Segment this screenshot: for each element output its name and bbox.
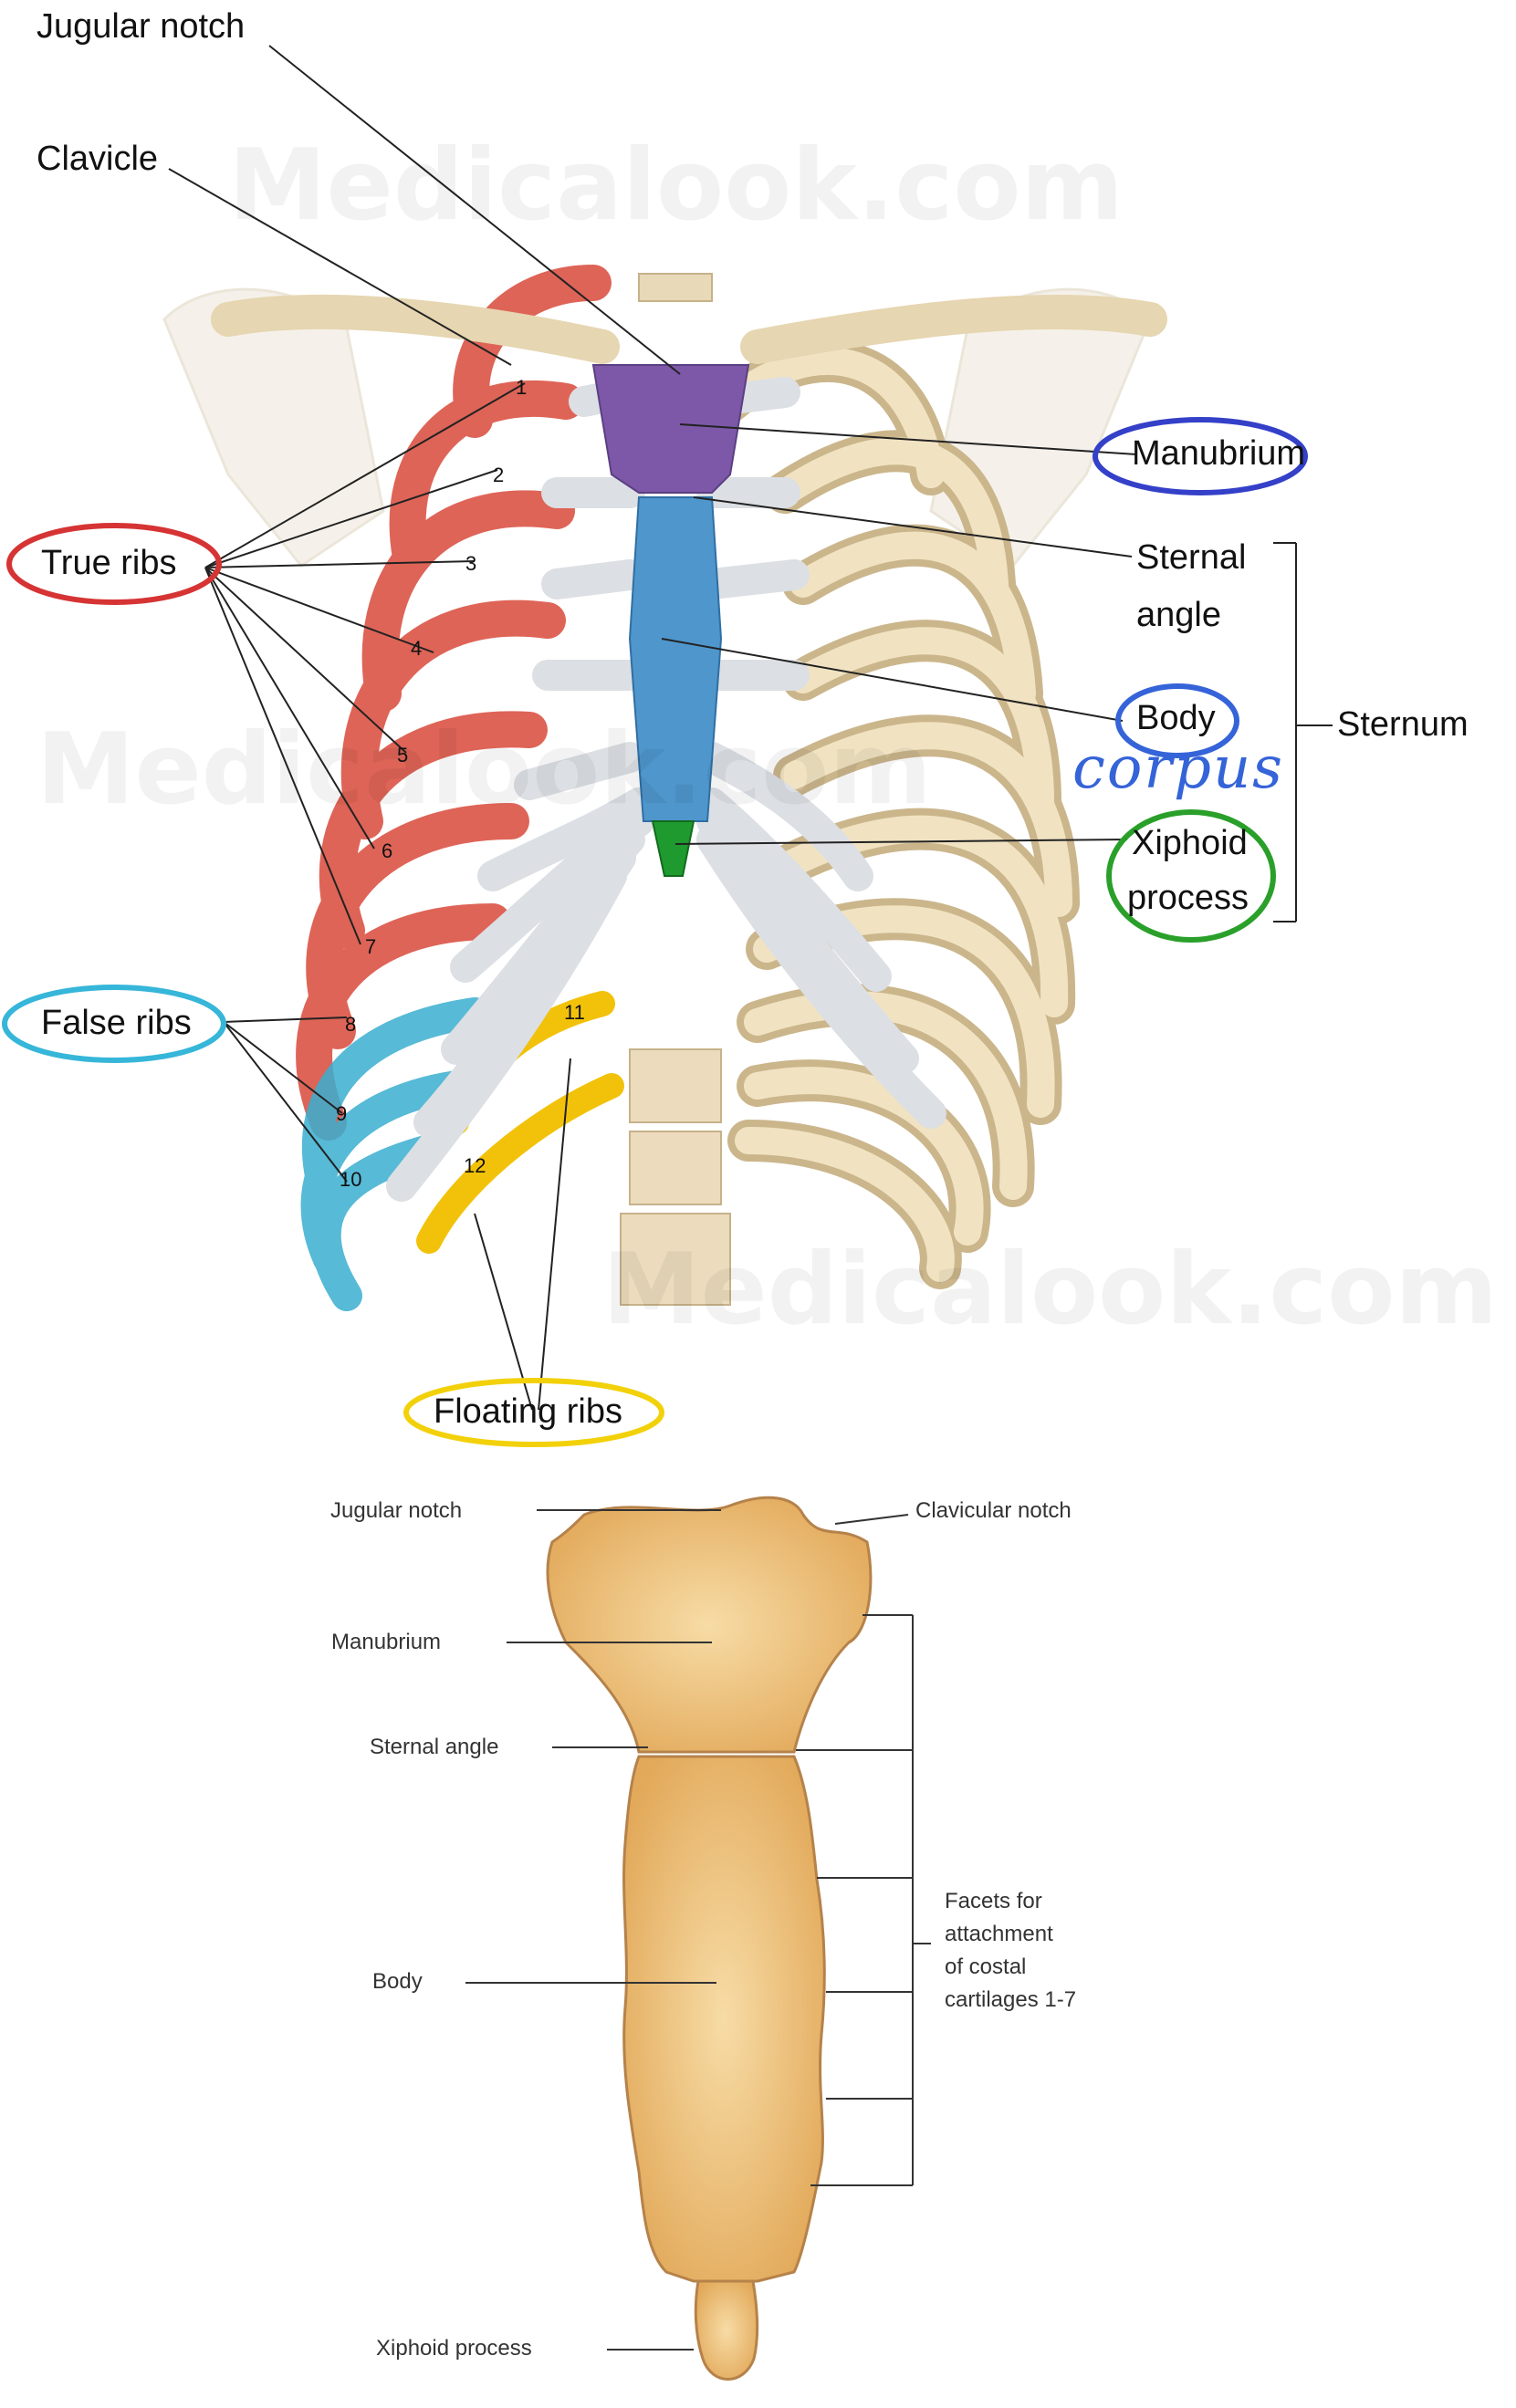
label-facets-line1: Facets for <box>945 1889 1042 1913</box>
label-clavicular-notch: Clavicular notch <box>915 1498 1072 1523</box>
label-facets-line2: attachment <box>945 1922 1053 1946</box>
rib-number-2: 2 <box>493 464 505 486</box>
label-bottom-xiphoid-process: Xiphoid process <box>376 2336 532 2361</box>
rib-number-10: 10 <box>340 1168 362 1191</box>
true-ribs-circle <box>6 523 222 605</box>
manubrium-circle <box>1093 417 1308 495</box>
rib-number-3: 3 <box>465 552 477 575</box>
xiphoid-circle <box>1106 809 1276 943</box>
floating-ribs-circle <box>403 1378 664 1447</box>
sternum-top <box>591 364 750 877</box>
false-ribs-circle <box>2 985 226 1063</box>
label-bottom-body: Body <box>372 1969 423 1994</box>
label-false-ribs: False ribs <box>41 1004 192 1042</box>
clavicles <box>211 294 1167 364</box>
watermark-2: Medicalook.com <box>37 713 932 827</box>
manubrium-bone <box>546 1496 873 1754</box>
rib-number-8: 8 <box>345 1013 357 1036</box>
label-bottom-sternal-angle: Sternal angle <box>370 1735 499 1759</box>
rib-number-9: 9 <box>336 1102 348 1125</box>
rib-number-6: 6 <box>382 839 393 862</box>
label-true-ribs: True ribs <box>41 544 177 582</box>
sternum-body-shape <box>628 496 723 822</box>
watermark-1: Medicalook.com <box>228 129 1124 243</box>
body-circle <box>1115 683 1239 758</box>
rib-number-11: 11 <box>564 1001 585 1024</box>
true-ribs-left <box>296 265 612 1141</box>
rib-number-12: 12 <box>464 1154 486 1177</box>
leader-lines-bottom <box>465 1509 931 2351</box>
rib-number-1: 1 <box>516 376 528 399</box>
false-ribs-left <box>300 997 490 1311</box>
label-bottom-jugular-notch: Jugular notch <box>330 1498 463 1523</box>
sternum-detail <box>546 1496 873 2381</box>
label-sternal-angle-line1: Sternal <box>1136 538 1247 577</box>
body-bone <box>622 1755 826 2283</box>
label-sternal-angle-line2: angle <box>1136 596 1221 634</box>
annotation-circles <box>2 417 1308 1447</box>
label-jugular-notch: Jugular notch <box>37 7 246 46</box>
label-bottom-manubrium: Manubrium <box>331 1630 442 1654</box>
vertebral-column <box>620 273 731 1306</box>
label-body: Body <box>1136 699 1216 737</box>
label-facets-line3: of costal <box>945 1955 1027 1979</box>
xiphoid-shape <box>651 820 695 877</box>
label-floating-ribs: Floating ribs <box>434 1392 622 1431</box>
label-facets-line4: cartilages 1-7 <box>945 1987 1077 2012</box>
label-xiphoid-line2: process <box>1127 879 1249 917</box>
label-sternum: Sternum <box>1337 705 1469 744</box>
rib-number-4: 4 <box>411 637 423 660</box>
xiphoid-bone <box>694 2279 759 2381</box>
label-xiphoid-line1: Xiphoid <box>1132 824 1248 862</box>
watermark-3: Medicalook.com <box>602 1233 1498 1347</box>
label-clavicle: Clavicle <box>37 140 159 178</box>
rib-number-5: 5 <box>397 744 409 766</box>
manubrium-shape <box>591 364 750 494</box>
label-manubrium: Manubrium <box>1132 434 1306 473</box>
label-corpus-handwritten: corpus <box>1072 735 1284 802</box>
rib-number-7: 7 <box>365 935 377 958</box>
leader-lines-top <box>168 45 1333 1411</box>
